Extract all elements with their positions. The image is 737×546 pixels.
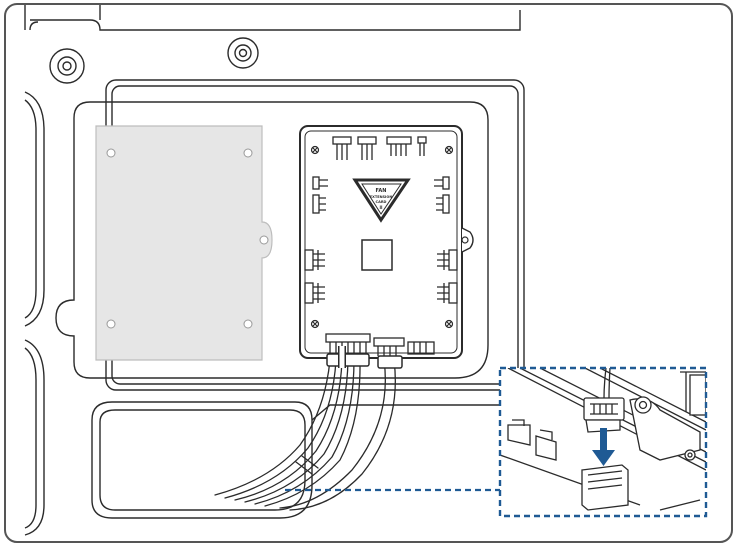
board-logo: FAN EXTENSION CARD II xyxy=(352,178,411,223)
logo-line-3: CARD xyxy=(376,200,387,204)
cable-bundle xyxy=(214,359,396,511)
cable-plug xyxy=(326,353,370,367)
mounting-pad xyxy=(95,125,273,361)
callout-border xyxy=(498,366,708,518)
logo-line-2: EXTENSION xyxy=(370,195,393,199)
chassis-outline xyxy=(24,5,525,536)
fan-extension-board: FAN EXTENSION CARD II xyxy=(299,125,474,359)
bottom-connectors xyxy=(325,333,435,356)
right-connectors xyxy=(434,176,458,304)
left-connectors xyxy=(304,176,328,304)
board-screws xyxy=(310,145,454,329)
cable-plug-small xyxy=(377,355,403,369)
callout-detail xyxy=(498,366,708,518)
logo-line-4: II xyxy=(380,205,383,210)
arrow-down-icon xyxy=(592,428,615,466)
standoffs xyxy=(49,37,259,84)
screw-icon xyxy=(461,236,469,244)
logo-line-1: FAN xyxy=(376,188,387,194)
pad-holes xyxy=(106,148,269,329)
top-connectors xyxy=(332,136,427,160)
controller-chip xyxy=(361,239,393,271)
